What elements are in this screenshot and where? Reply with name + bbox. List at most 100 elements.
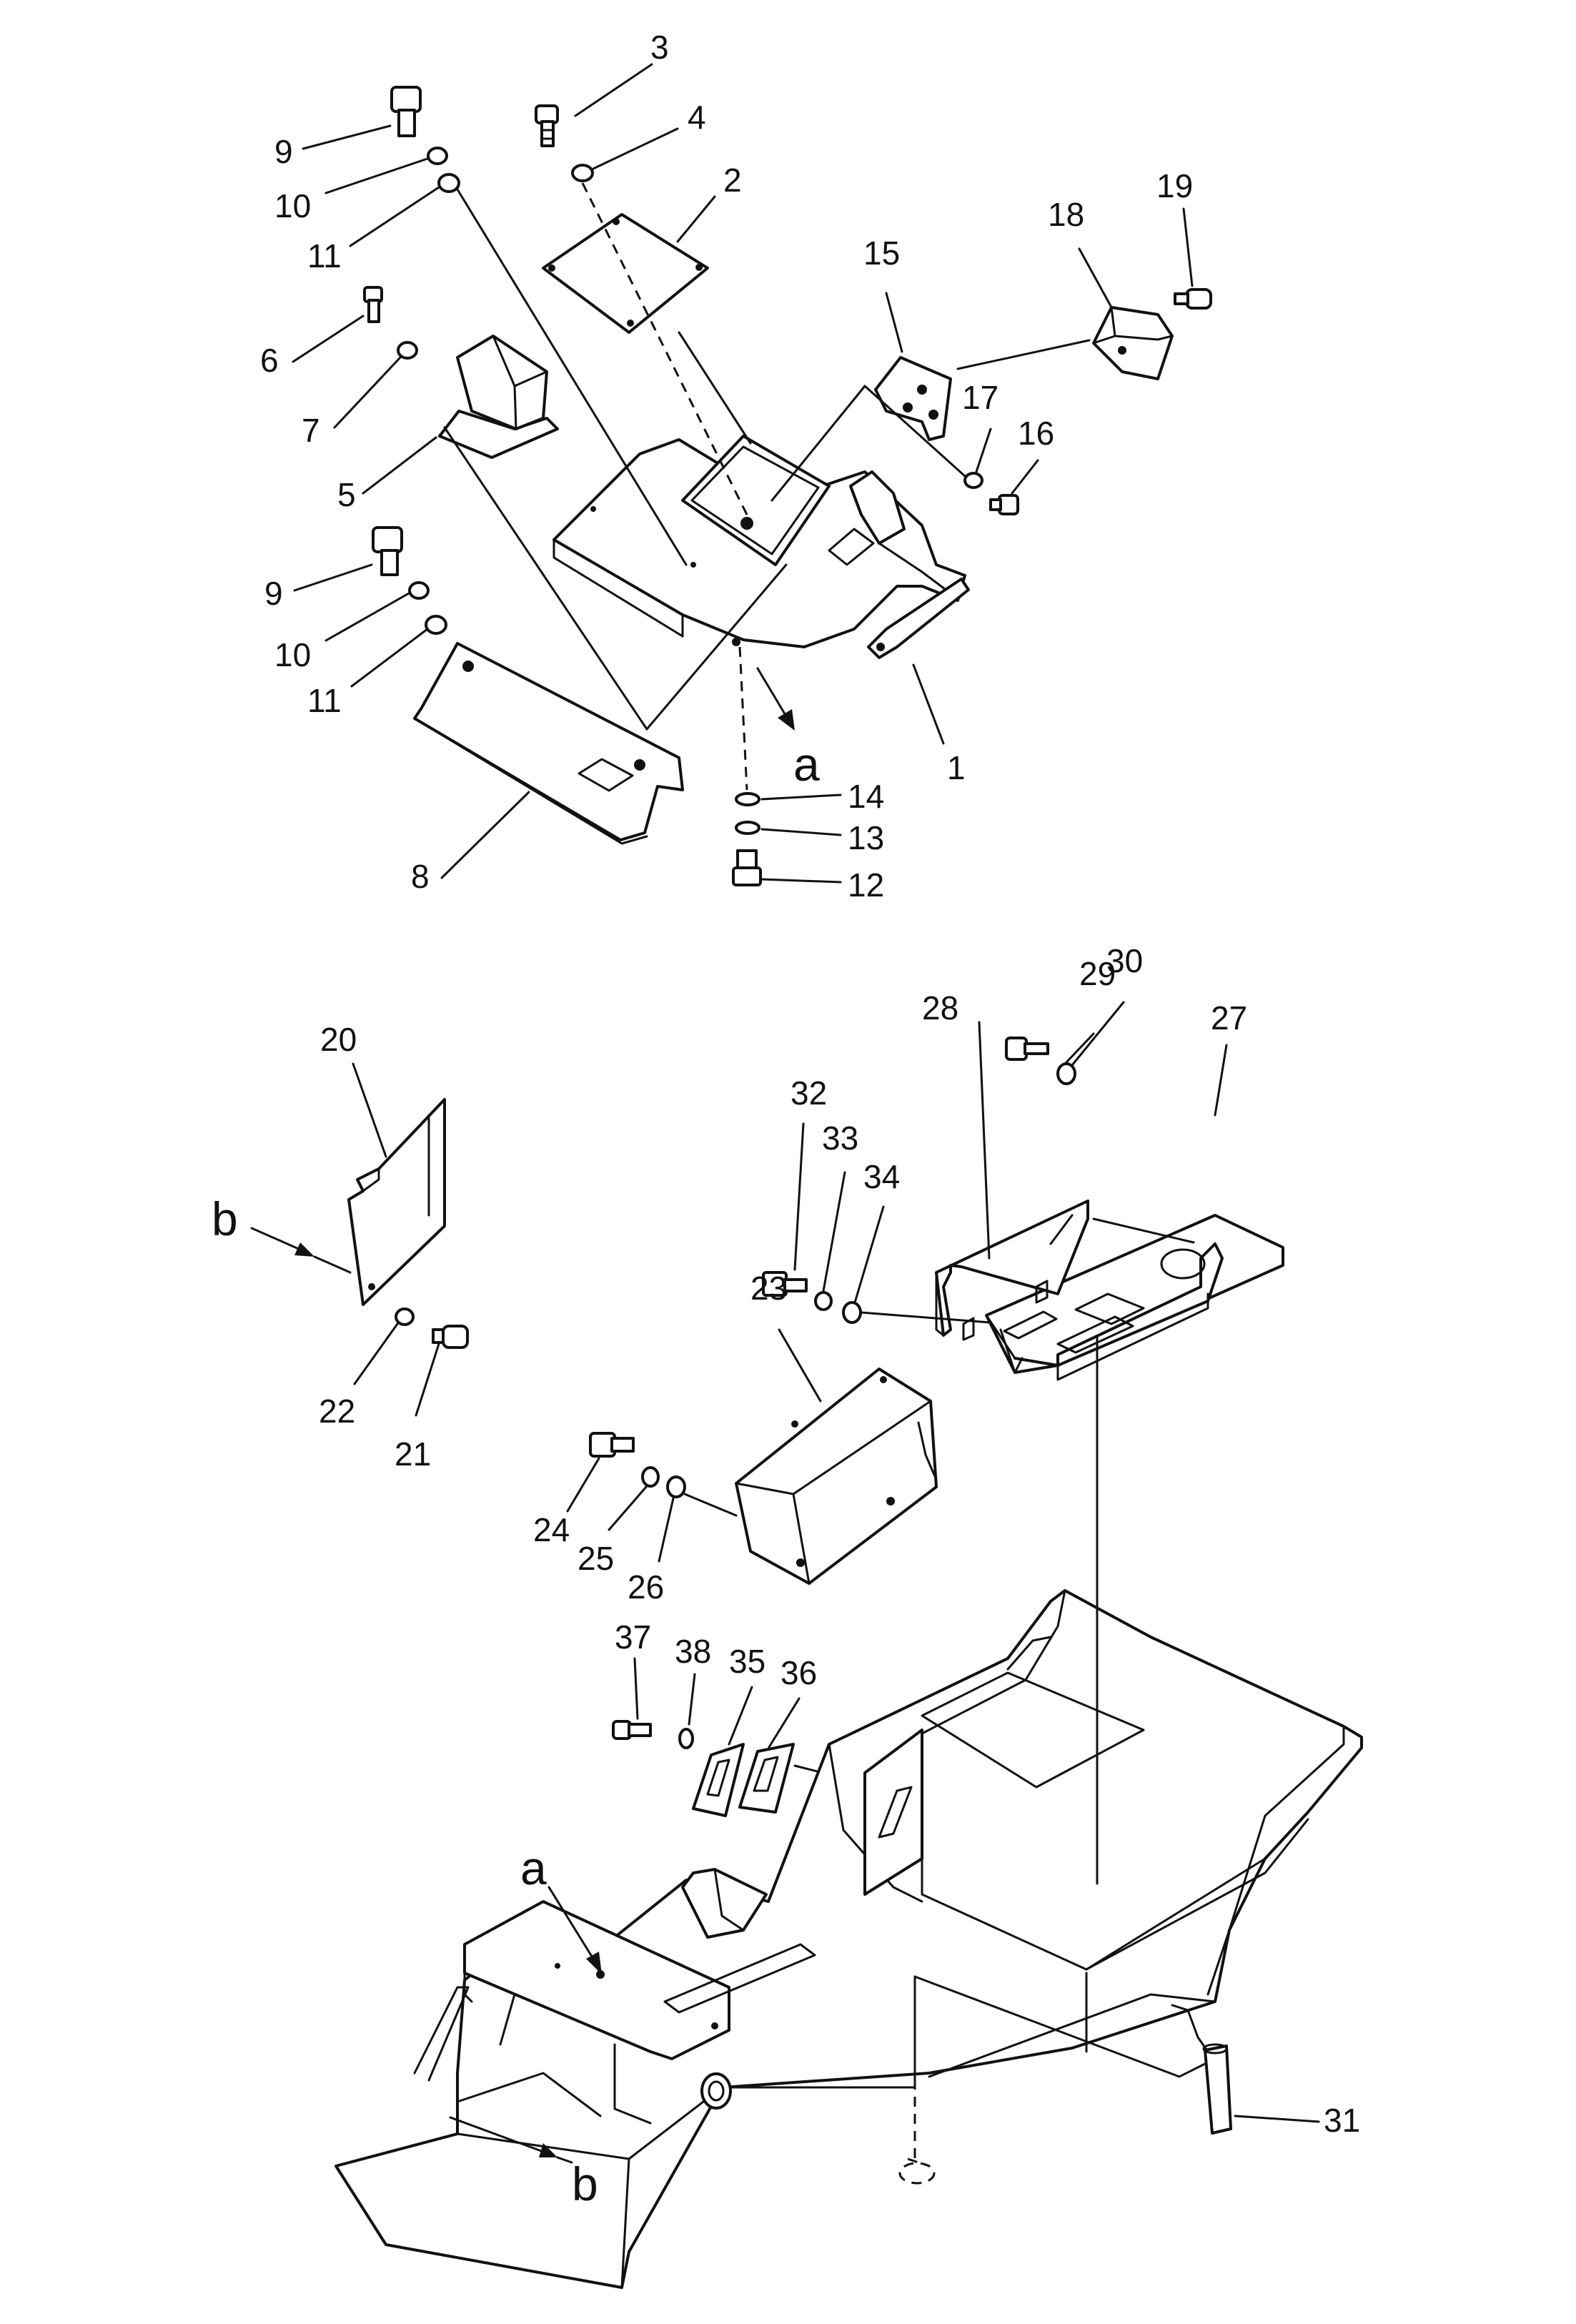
washer-part-30: [842, 1301, 862, 1324]
callout-36: 36: [780, 1654, 817, 1691]
view-label-a-lower: a: [520, 1841, 547, 1894]
washer-part-13: [735, 821, 760, 835]
assembly-line-guard: [683, 1493, 738, 1517]
upper-assembly: a 1 2 3 4 5 6 7 8 9 10 11: [260, 29, 1212, 904]
hood-part-5: [438, 335, 559, 459]
callout-16: 16: [1018, 415, 1054, 452]
screw-part-19: [1174, 288, 1212, 310]
washer-part-10-upper: [427, 147, 448, 165]
plate-part-31: [935, 1200, 1089, 1341]
rod-part-34: [1171, 2004, 1232, 2135]
plate-part-36: [738, 1743, 795, 1814]
callout-14: 14: [848, 778, 884, 815]
callout-31: 28: [922, 989, 958, 1027]
callout-9-upper: 9: [274, 133, 293, 170]
view-label-b-left: b: [212, 1192, 238, 1245]
bolt-part-16: [989, 494, 1019, 515]
housing-part-18: [1092, 306, 1174, 380]
view-arrow-b-lower: b: [449, 2116, 598, 2210]
callout-23: 23: [750, 1270, 787, 1307]
callout-17: 17: [962, 379, 998, 416]
bolt-part-24: [589, 1432, 635, 1458]
view-arrow-a-upper: a: [756, 667, 820, 791]
view-arrow-b-left: b: [212, 1192, 352, 1274]
dash-frame-part-1: [552, 435, 970, 659]
bolt-part-12: [732, 849, 762, 886]
callout-32: 29: [1079, 955, 1116, 992]
washer-part-7: [397, 341, 418, 360]
callout-15: 15: [863, 234, 900, 272]
bolt-part-37: [612, 1720, 652, 1740]
washer-part-33: [1056, 1062, 1076, 1085]
callout-1: 1: [947, 749, 966, 786]
callout-35: 35: [729, 1643, 765, 1680]
callout-10-upper: 10: [274, 187, 311, 224]
callout-27: 27: [1211, 999, 1247, 1037]
callout-22: 22: [319, 1393, 355, 1430]
callout-34: 31: [1324, 2102, 1360, 2139]
callout-30: 34: [863, 1158, 900, 1195]
bolt-part-9-upper: [390, 86, 422, 137]
callout-25: 25: [578, 1540, 614, 1577]
washer-part-29: [814, 1291, 833, 1311]
washer-part-25: [641, 1466, 660, 1488]
guard-part-23: [735, 1368, 938, 1585]
callout-11-upper: 11: [307, 237, 342, 275]
side-cover-part-20: [347, 1098, 446, 1306]
panel-part-8: [413, 642, 684, 845]
view-label-a-upper: a: [793, 738, 820, 791]
leader-part-34: [1234, 2115, 1320, 2123]
callout-8: 8: [411, 858, 430, 895]
plate-part-35: [692, 1743, 745, 1817]
bolt-part-28: [762, 1271, 808, 1297]
bolt-part-3: [535, 104, 559, 147]
callout-20: 20: [320, 1021, 357, 1058]
washer-part-11-upper: [437, 173, 460, 193]
callout-7: 7: [302, 412, 320, 449]
washer-part-14: [735, 792, 760, 806]
view-arrow-a-lower: a: [520, 1841, 602, 1974]
washer-part-26: [666, 1475, 686, 1498]
callout-38: 38: [675, 1633, 711, 1670]
callout-12: 12: [848, 866, 884, 904]
callout-18: 18: [1048, 196, 1084, 233]
callout-3: 3: [650, 29, 669, 66]
lower-assembly: b: [212, 942, 1363, 2289]
bolt-part-9-lower: [372, 526, 403, 576]
callout-2: 2: [723, 162, 742, 199]
callout-13: 13: [848, 819, 884, 856]
chassis-frame: [334, 1589, 1363, 2289]
callout-24: 24: [533, 1511, 570, 1548]
washer-part-10-lower: [408, 581, 430, 600]
callout-29: 33: [822, 1119, 858, 1157]
callout-4: 4: [688, 99, 706, 136]
console-part-27: [985, 1214, 1284, 1381]
callout-10-lower: 10: [274, 636, 311, 673]
washer-part-17: [963, 472, 983, 489]
callout-19: 19: [1156, 167, 1193, 204]
callout-28: 32: [791, 1074, 827, 1112]
callouts-upper: 1 2 3 4 5 6 7 8 9 10 11 9 10: [260, 29, 1194, 904]
washer-part-4: [571, 164, 594, 182]
callout-37: 37: [615, 1618, 651, 1656]
callouts-lower: 20 21 22 23 24 25 26 29 30 28 27 32 33: [319, 942, 1247, 1749]
washer-part-38: [678, 1728, 694, 1749]
bracket-part-15: [874, 356, 952, 441]
callout-6: 6: [260, 342, 279, 379]
assembly-line-console: [860, 1311, 991, 1324]
callout-33: 30: [1106, 942, 1143, 979]
bolt-part-6: [363, 286, 383, 323]
cover-plate-part-2: [542, 213, 709, 334]
callout-26: 26: [628, 1568, 664, 1606]
screw-part-21: [432, 1325, 469, 1349]
washer-part-11-lower: [425, 615, 447, 635]
assembly-lines-upper: [443, 182, 1091, 791]
callout-5: 5: [337, 476, 356, 513]
bolt-part-32: [1005, 1037, 1049, 1061]
washer-part-22: [395, 1307, 415, 1326]
assembly-line-console-top: [1092, 1217, 1195, 1244]
callout-9-lower: 9: [264, 575, 283, 612]
callout-11-lower: 11: [307, 682, 342, 719]
callout-21: 21: [395, 1435, 431, 1473]
